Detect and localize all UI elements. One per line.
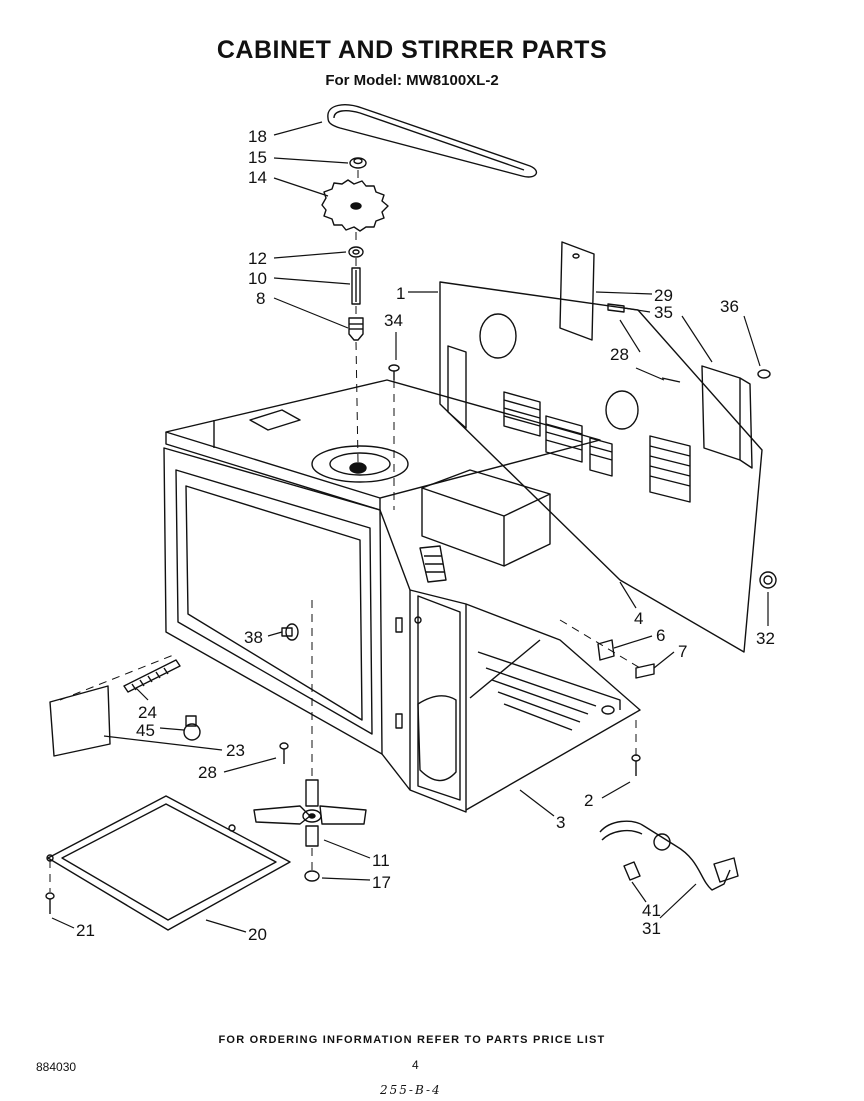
callout-28-lower: 28 xyxy=(198,763,217,782)
bracket xyxy=(661,365,753,469)
callout-12: 12 xyxy=(248,249,267,268)
nut-32 xyxy=(759,571,777,589)
stirrer-bearing xyxy=(348,317,364,341)
leader-lines xyxy=(51,121,769,933)
stirrer-nut xyxy=(349,157,367,169)
callout-36: 36 xyxy=(720,297,739,316)
alignment-lines xyxy=(49,170,641,892)
callout-8: 8 xyxy=(256,289,265,308)
screw-28-lower xyxy=(279,742,289,764)
callout-45: 45 xyxy=(136,721,155,740)
stirrer-washer xyxy=(348,246,364,258)
callout-10: 10 xyxy=(248,269,267,288)
page-title: CABINET AND STIRRER PARTS xyxy=(216,36,608,64)
callout-18: 18 xyxy=(248,127,267,146)
callout-41: 41 xyxy=(642,901,661,920)
callout-11: 11 xyxy=(372,851,390,870)
bottom-plate xyxy=(46,795,291,931)
cord-clamp xyxy=(623,861,641,881)
cabinet-front-frame xyxy=(163,447,383,755)
callout-1: 1 xyxy=(396,284,405,303)
stirrer-belt xyxy=(327,104,538,178)
screw-28-upper xyxy=(607,303,625,313)
rear-panel xyxy=(439,281,763,653)
callout-7: 7 xyxy=(678,642,687,661)
callout-35: 35 xyxy=(654,303,673,322)
callout-21: 21 xyxy=(76,921,95,940)
callout-4: 4 xyxy=(634,609,643,628)
callout-31: 31 xyxy=(642,919,661,938)
callout-28-upper: 28 xyxy=(610,345,629,364)
callout-24: 24 xyxy=(138,703,157,722)
callout-14: 14 xyxy=(248,168,267,187)
callout-3: 3 xyxy=(556,813,565,832)
page-number: 4 xyxy=(412,1058,419,1072)
callout-15: 15 xyxy=(248,148,267,167)
cabinet-side-panel xyxy=(379,509,467,813)
stirrer-blade xyxy=(253,779,367,847)
access-cover xyxy=(49,685,111,757)
screw-34 xyxy=(388,364,400,380)
callout-6: 6 xyxy=(656,626,665,645)
stirrer-shaft xyxy=(351,267,361,305)
ordering-note: FOR ORDERING INFORMATION REFER TO PARTS … xyxy=(218,1034,606,1046)
callout-38: 38 xyxy=(244,628,263,647)
callout-34: 34 xyxy=(384,311,403,330)
base-plate xyxy=(465,603,641,811)
power-cord xyxy=(599,820,739,891)
screw-2 xyxy=(631,754,641,776)
handwritten-note: 255-B-4 xyxy=(380,1083,442,1097)
latch-spring xyxy=(123,659,181,693)
model-subtitle: For Model: MW8100XL-2 xyxy=(325,72,499,89)
document-number: 884030 xyxy=(36,1060,77,1074)
stirrer-pulley xyxy=(321,179,389,232)
callout-2: 2 xyxy=(584,791,593,810)
switch-bracket xyxy=(597,639,615,661)
screw-7 xyxy=(635,663,655,679)
callout-29: 29 xyxy=(654,286,673,305)
cover-plate xyxy=(559,241,595,341)
callout-23: 23 xyxy=(226,741,245,760)
callout-20: 20 xyxy=(248,925,267,944)
cabinet-top-panel xyxy=(165,379,601,511)
latch-knob xyxy=(183,715,201,741)
screw-21 xyxy=(45,892,55,914)
knob-38 xyxy=(281,623,299,641)
callout-17: 17 xyxy=(372,873,391,892)
callout-labels: 18 15 14 12 10 8 1 34 29 35 36 28 4 32 3… xyxy=(76,127,775,944)
screw-36 xyxy=(757,369,771,379)
callout-32: 32 xyxy=(756,629,775,648)
magnetron-box xyxy=(419,469,551,583)
blade-washer xyxy=(304,870,320,882)
